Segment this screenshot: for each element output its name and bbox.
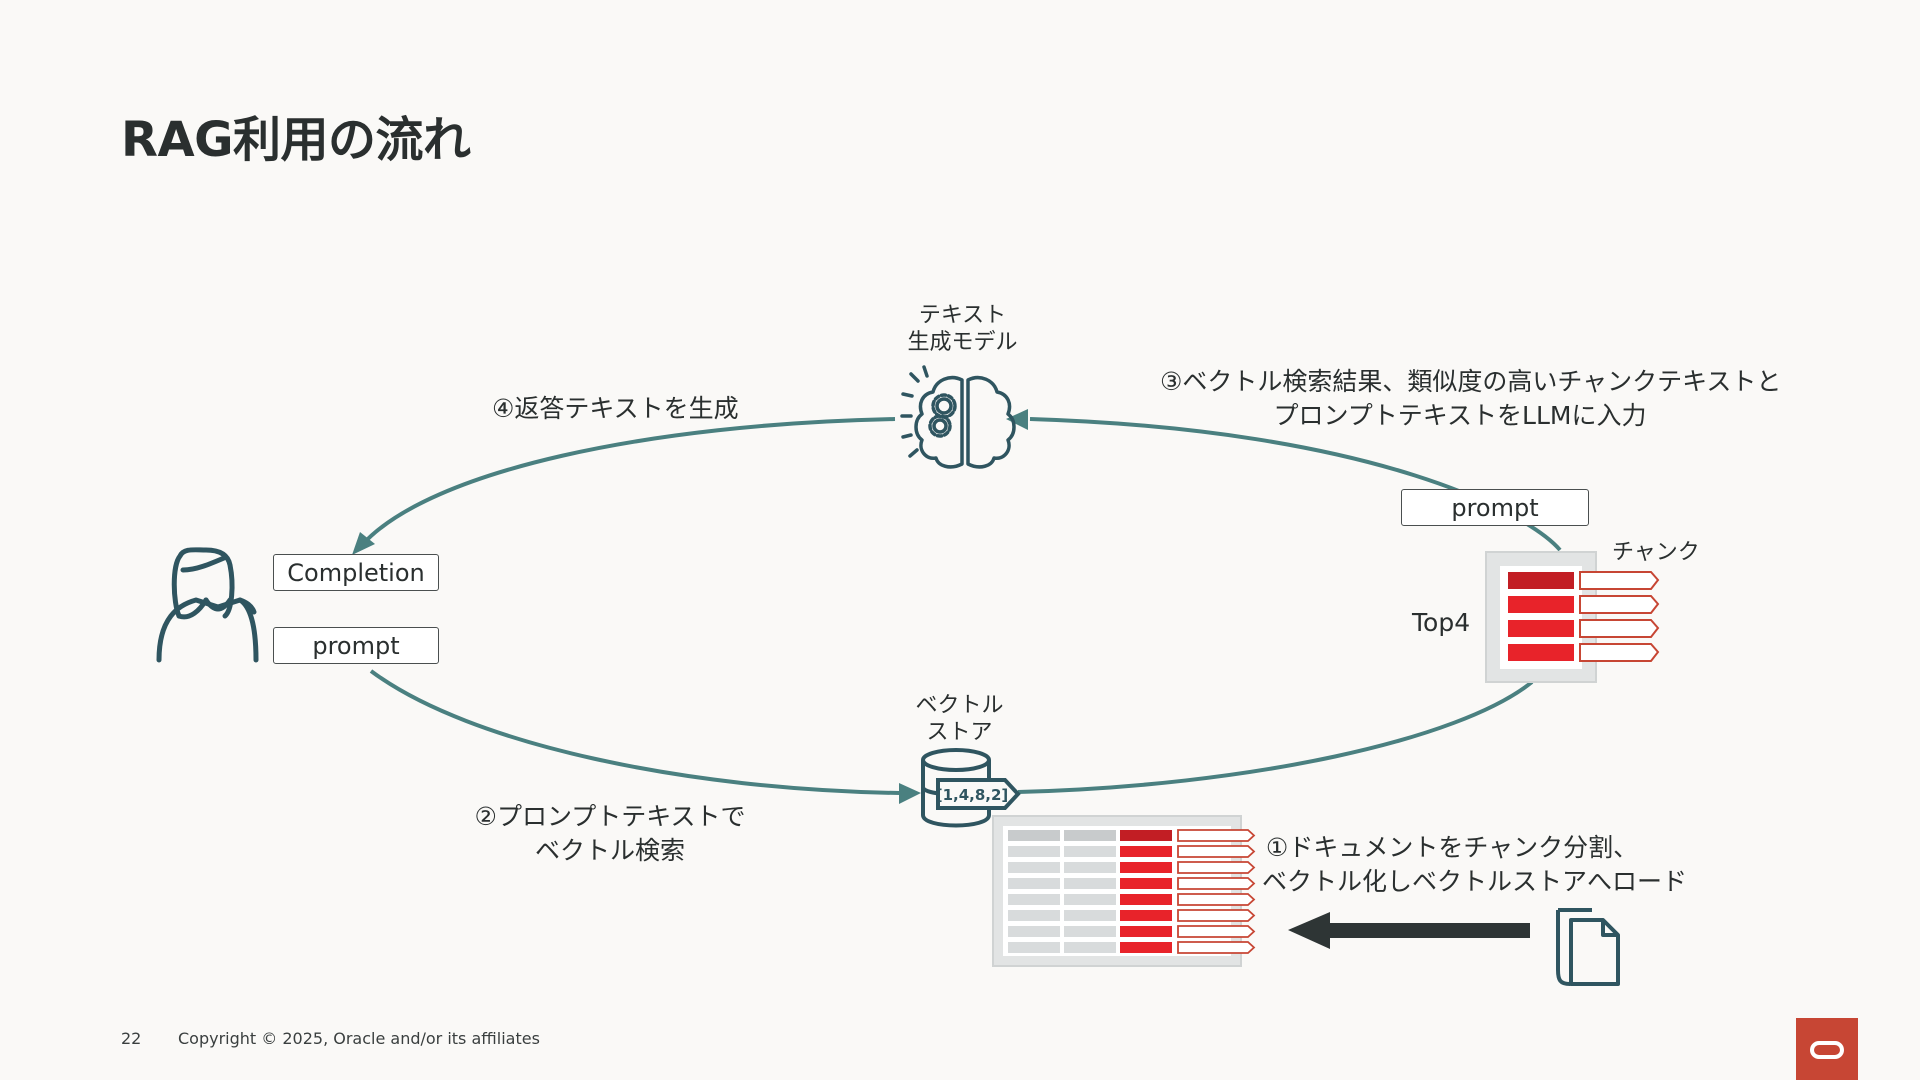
document-icon: [1556, 908, 1620, 986]
prompt-llm-box: prompt: [1401, 489, 1589, 526]
brain-gears-icon: [900, 365, 1016, 469]
step2-line2: ベクトル検索: [534, 836, 685, 865]
completion-box: Completion: [273, 554, 439, 591]
prompt-user-box: prompt: [273, 627, 439, 664]
load-arrow: [1288, 912, 1530, 949]
top4-label: Top4: [1412, 608, 1471, 637]
page-number: 22: [121, 1029, 142, 1048]
database-icon: [921, 748, 1021, 828]
arc-user-to-store: [369, 669, 901, 795]
step1-label: ①ドキュメントをチャンク分割、 ベクトル化しベクトルストアへロード: [1262, 831, 1688, 899]
vector-store-label-line1: ベクトル: [915, 693, 1004, 718]
arc-store-to-chunk: [1017, 680, 1534, 794]
slide-title: RAG利用の流れ: [121, 112, 471, 168]
oracle-logo-icon: [1796, 1018, 1858, 1080]
step1-line2: ベクトル化しベクトルストアへロード: [1262, 867, 1688, 896]
chunk-table-icon: [1485, 551, 1660, 683]
vector-store-label-line2: ストア: [926, 720, 993, 745]
step2-label: ②プロンプトテキストで ベクトル検索: [470, 800, 750, 868]
llm-label-line1: テキスト: [918, 303, 1007, 328]
person-icon: [156, 547, 259, 663]
step2-line1: ②プロンプトテキストで: [474, 802, 746, 831]
arc-llm-to-user: [360, 417, 896, 547]
vector-store-label: ベクトル ストア: [912, 692, 1007, 746]
llm-label-line2: 生成モデル: [907, 330, 1018, 355]
llm-label: テキスト 生成モデル: [905, 302, 1020, 356]
arrowhead-to-llm: [1006, 409, 1028, 430]
copyright: Copyright © 2025, Oracle and/or its affi…: [178, 1029, 540, 1048]
chunk-label: チャンク: [1612, 540, 1700, 565]
step4-label: ④返答テキストを生成: [492, 394, 739, 423]
step1-line1: ①ドキュメントをチャンク分割、: [1265, 833, 1639, 862]
step3-label: ③ベクトル検索結果、類似度の高いチャンクテキストと プロンプトテキストをLLMに…: [1160, 365, 1782, 433]
vector-text: [1,4,8,2]: [936, 786, 1009, 804]
step3-line2: プロンプトテキストをLLMに入力: [1273, 401, 1647, 430]
arrowhead-to-store: [899, 783, 921, 804]
document-table-icon: [992, 815, 1256, 967]
arrowhead-to-user: [352, 532, 375, 555]
arc-chunk-to-llm: [1029, 417, 1562, 552]
step3-line1: ③ベクトル検索結果、類似度の高いチャンクテキストと: [1160, 367, 1782, 396]
